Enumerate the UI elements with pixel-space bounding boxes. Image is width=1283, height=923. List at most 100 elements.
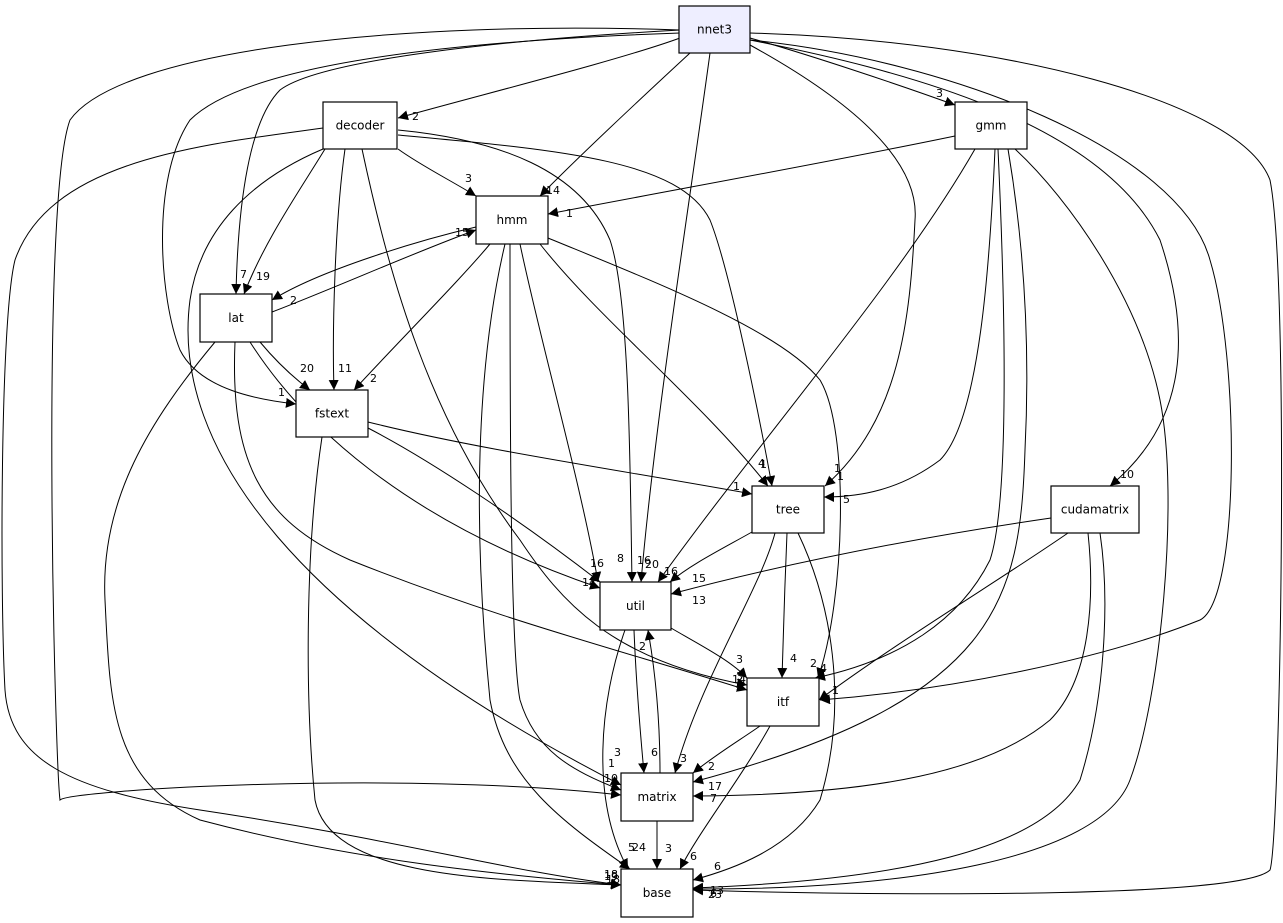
edge-label: 7	[240, 268, 247, 281]
node-box[interactable]	[678, 5, 751, 54]
edge-label: 20	[300, 362, 314, 375]
edge-label: 1	[834, 462, 841, 475]
node-box[interactable]	[1050, 485, 1140, 534]
edge-line	[397, 37, 681, 121]
edge-label: 6	[710, 887, 717, 900]
edge-line	[328, 148, 346, 391]
node-box[interactable]	[599, 581, 672, 631]
node-label: lat	[228, 311, 244, 325]
edge-label: 24	[632, 841, 646, 854]
node-tree[interactable]: tree	[751, 485, 825, 534]
node-hmm[interactable]: hmm	[475, 195, 549, 245]
edge-matrix-util: 2	[639, 629, 661, 774]
edge-line	[397, 134, 776, 487]
edge-line	[271, 228, 477, 313]
edge-nnet3-lat: 7	[231, 29, 681, 295]
edge-label: 3	[614, 746, 621, 759]
edge-hmm-util: 8	[519, 243, 624, 583]
nodes: nnet3 decoder gmm hmm lat fstext tree cudamatri…	[199, 5, 1140, 918]
edge-line	[547, 237, 841, 679]
edge-line	[749, 39, 1179, 487]
edge-decoder-util: 16	[397, 129, 651, 583]
edge-label: 11	[338, 362, 352, 375]
node-nnet3[interactable]: nnet3	[678, 5, 751, 54]
edge-decoder-fstext: 11	[328, 148, 352, 391]
edge-nnet3-util: 20	[636, 52, 711, 583]
edge-decoder-lat: 19	[242, 148, 326, 295]
edge-line	[233, 341, 748, 692]
node-box[interactable]	[954, 101, 1028, 150]
edge-label: 1	[608, 757, 615, 770]
edge-gmm-tree: 5	[823, 148, 996, 506]
node-box[interactable]	[746, 677, 820, 727]
edge-label: 3	[736, 653, 743, 666]
node-label: util	[626, 599, 645, 613]
edge-fstext-base: 18	[307, 436, 622, 890]
edge-line	[692, 532, 1106, 893]
node-box[interactable]	[751, 485, 825, 534]
edge-line	[271, 226, 477, 301]
edge-fstext-tree: 1	[367, 421, 753, 498]
node-box[interactable]	[322, 101, 398, 150]
node-matrix[interactable]: matrix	[620, 772, 694, 822]
edge-matrix-base: 3	[652, 821, 672, 869]
edge-label: 3	[665, 842, 672, 855]
edge-label: 1	[760, 458, 767, 471]
edge-line	[636, 52, 711, 583]
edge-label: 3	[936, 87, 943, 100]
edge-line	[749, 37, 956, 107]
node-itf[interactable]: itf	[746, 677, 820, 727]
edge-cudamatrix-util: 13	[670, 517, 1052, 607]
edge-cudamatrix-base: 13	[692, 532, 1106, 897]
edge-label: 13	[692, 594, 706, 607]
node-box[interactable]	[475, 195, 549, 245]
node-cudamatrix[interactable]: cudamatrix	[1050, 485, 1140, 534]
edge-tree-util: 15	[669, 531, 753, 585]
edge-line	[509, 243, 622, 792]
edge-util-matrix: 6	[633, 629, 658, 774]
edge-nnet3-gmm: 3	[749, 37, 956, 107]
edge-line	[749, 44, 916, 487]
edge-line	[539, 52, 691, 197]
edge-itf-matrix: 2	[692, 725, 761, 774]
edge-line	[519, 243, 602, 583]
node-label: hmm	[497, 213, 528, 227]
edge-nnet3-decoder: 2	[397, 37, 681, 123]
node-box[interactable]	[620, 772, 694, 822]
edge-label: 20	[645, 558, 659, 571]
edge-label: 18	[606, 873, 620, 886]
edge-label: 3	[736, 670, 743, 683]
edge-label: 2	[290, 294, 297, 307]
edge-label: 1	[733, 480, 740, 493]
edge-label: 1	[832, 684, 839, 697]
edge-line	[397, 129, 637, 583]
edge-label: 5	[628, 841, 635, 854]
edge-nnet3-hmm: 14	[539, 52, 691, 197]
node-fstext[interactable]: fstext	[295, 389, 369, 438]
edge-line	[692, 32, 1283, 896]
node-base[interactable]: base	[620, 868, 694, 918]
edge-line	[367, 427, 601, 583]
edge-line	[1, 127, 622, 889]
node-box[interactable]	[295, 389, 369, 438]
edge-itf-base: 6	[679, 725, 771, 870]
edge-lat-fstext: 20	[259, 341, 314, 391]
edge-line	[547, 135, 956, 218]
node-util[interactable]: util	[599, 581, 672, 631]
edge-line	[657, 148, 976, 583]
edge-gmm-matrix: 17	[692, 148, 1028, 793]
edge-label: 2	[639, 640, 646, 653]
node-lat[interactable]: lat	[199, 293, 273, 343]
edge-decoder-hmm: 3	[397, 148, 477, 197]
node-label: base	[643, 886, 672, 900]
node-box[interactable]	[620, 868, 694, 918]
edge-hmm-base: 5	[478, 243, 635, 870]
edge-gmm-base: 23	[692, 148, 1169, 901]
edge-line	[51, 27, 681, 802]
node-decoder[interactable]: decoder	[322, 101, 398, 150]
node-gmm[interactable]: gmm	[954, 101, 1028, 150]
node-box[interactable]	[199, 293, 273, 343]
edge-hmm-matrix: 3	[509, 243, 622, 792]
